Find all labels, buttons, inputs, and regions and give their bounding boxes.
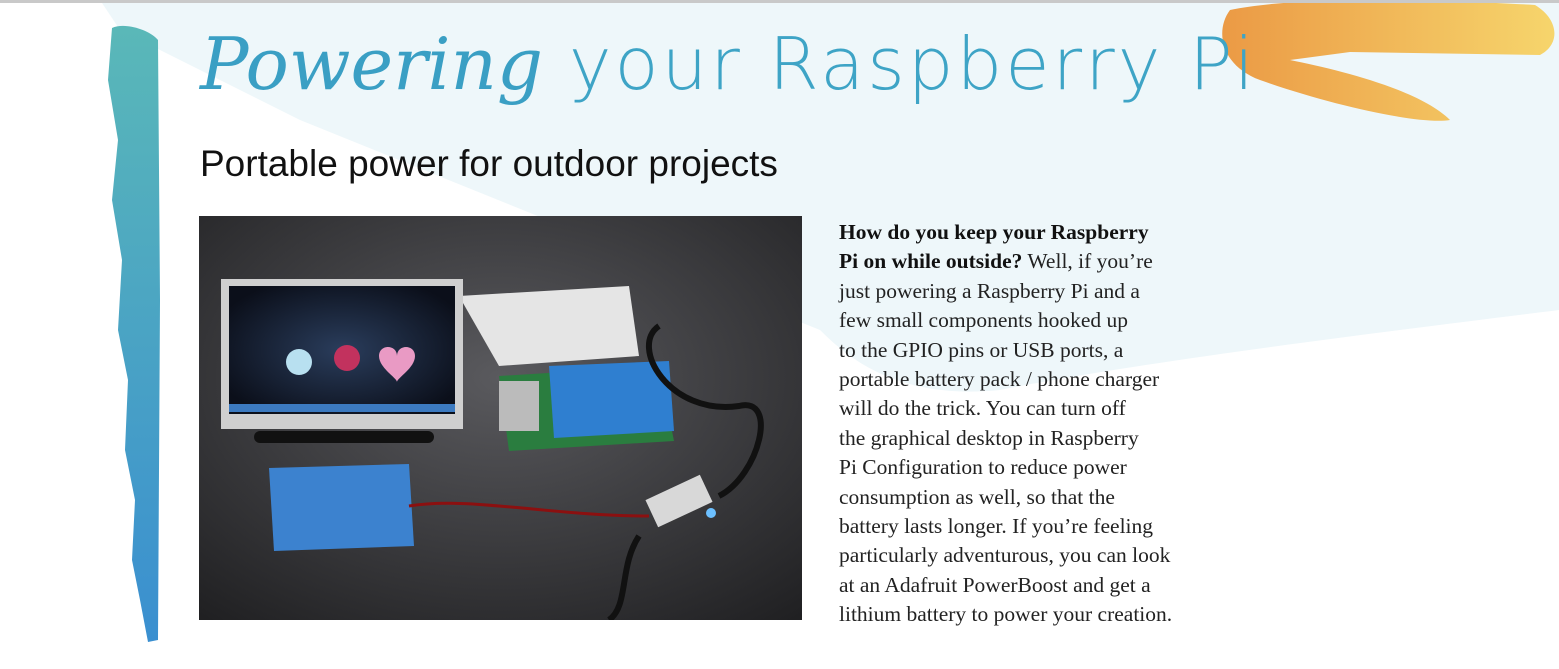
body-line: particularly adventurous, you can look: [839, 543, 1171, 568]
product-photo: [199, 216, 802, 620]
orange-brush-stroke: [1222, 0, 1555, 121]
battery-wire: [408, 501, 650, 518]
usb-cable: [645, 323, 764, 499]
body-line: lithium battery to power your creation.: [839, 602, 1173, 627]
usb-ports: [499, 381, 539, 431]
background-tint-shape: [100, 0, 1559, 392]
body-line: just powering a Raspberry Pi and a: [839, 278, 1140, 303]
raspberry-logo: [334, 345, 360, 371]
lcd-stand: [254, 431, 434, 443]
body-line: will do the trick. You can turn off: [839, 396, 1126, 421]
lead-line-1: How do you keep your Raspberry: [839, 220, 1149, 244]
adafruit-hat: [549, 361, 674, 438]
page-title: Powering your Raspberry Pi: [200, 22, 1257, 106]
body-line: portable battery pack / phone charger: [839, 367, 1160, 392]
heart-graphic: [379, 347, 415, 382]
powerboost-board: [645, 474, 713, 528]
body-line: Well, if you’re: [1022, 249, 1153, 274]
body-line: few small components hooked up: [839, 308, 1129, 333]
battery-pack: [269, 464, 414, 551]
body-line: Pi Configuration to reduce power: [839, 455, 1127, 480]
status-led: [706, 508, 716, 518]
body-text: How do you keep your Raspberry Pi on whi…: [839, 218, 1172, 630]
micro-usb-cable: [607, 534, 642, 620]
lcd-taskbar: [229, 404, 455, 412]
lead-line-2: Pi on while outside?: [839, 249, 1023, 274]
body-line: consumption as well, so that the: [839, 484, 1115, 509]
body-line: to the GPIO pins or USB ports, a: [839, 337, 1124, 362]
title-script-word: Powering: [200, 22, 544, 106]
title-rest: your Raspberry Pi: [568, 22, 1258, 106]
body-line: the graphical desktop in Raspberry: [839, 425, 1139, 450]
teal-brush-stroke: [108, 25, 160, 643]
adafruit-star-logo: [286, 349, 312, 375]
top-border: [0, 0, 1559, 3]
ribbon-cable: [459, 286, 639, 366]
body-line: at an Adafruit PowerBoost and get a: [839, 572, 1151, 597]
body-line: battery lasts longer. If you’re feeling: [839, 514, 1154, 539]
section-subtitle: Portable power for outdoor projects: [200, 143, 778, 184]
